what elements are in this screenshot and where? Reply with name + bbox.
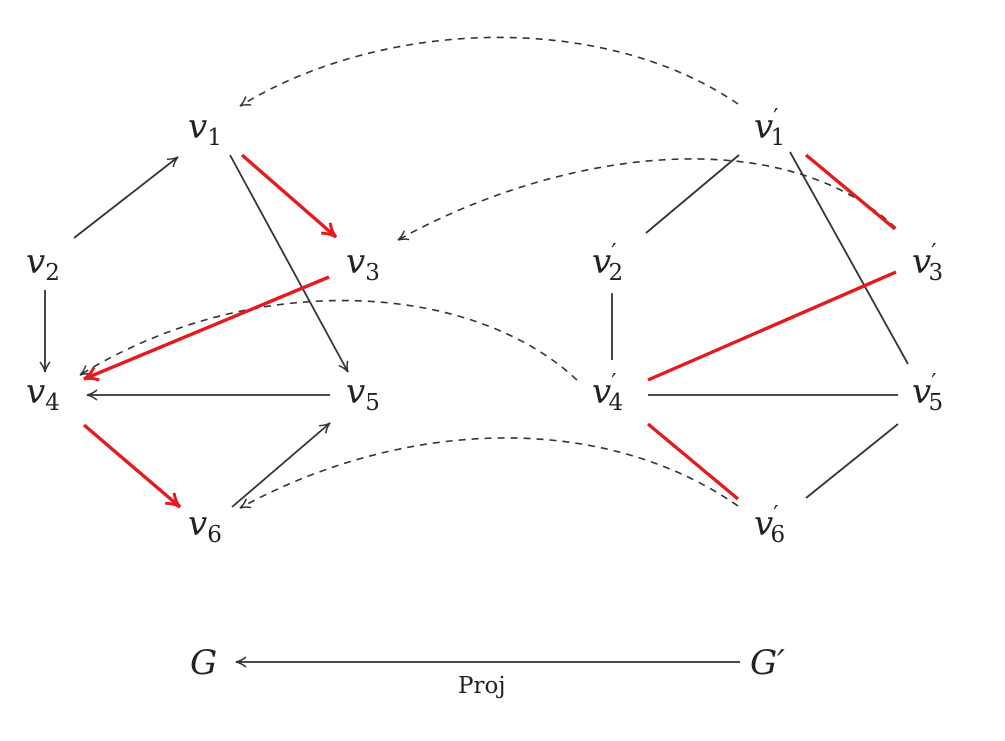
edge-p5-p6 — [805, 423, 899, 499]
node-v2-prime: v′2 — [592, 240, 623, 286]
graph-g-prime-nodes: v′1 v′2 v′3 v′4 v′5 v′6 — [592, 105, 943, 548]
edge-v3-v4 — [84, 275, 330, 379]
edge-v1-v3 — [240, 153, 336, 237]
edge-v4-v6 — [82, 423, 180, 507]
projection-arc-p3-v3 — [397, 158, 897, 241]
edge-v6-v5 — [231, 422, 331, 508]
node-v1: v1 — [188, 107, 222, 151]
projection-arc-p1-v1 — [239, 36, 739, 107]
node-v2: v2 — [26, 242, 60, 286]
node-v3: v3 — [346, 242, 380, 286]
edge-v1-v5 — [229, 154, 349, 373]
node-v3-prime: v′3 — [912, 240, 943, 286]
projection-arc-p4-v4 — [79, 299, 578, 381]
space-g-prime-label: G′ — [750, 643, 785, 683]
edge-p3-p4 — [647, 270, 897, 382]
node-v5: v5 — [346, 372, 380, 416]
proj-arrow-label: Proj — [458, 673, 505, 699]
edge-p1-p3 — [804, 153, 897, 231]
edge-v2-v1 — [73, 156, 179, 239]
node-v6: v6 — [188, 504, 222, 548]
edge-p1-p2 — [645, 154, 740, 234]
projection-arcs — [79, 36, 897, 509]
node-v1-prime: v′1 — [754, 105, 785, 151]
projection-map-row: G G′ Proj — [190, 643, 785, 699]
node-v4-prime: v′4 — [592, 370, 623, 416]
node-v5-prime: v′5 — [912, 370, 943, 416]
node-v6-prime: v′6 — [754, 502, 785, 548]
projection-arc-p6-v6 — [239, 437, 739, 509]
graph-g-nodes: v1 v2 v3 v4 v5 v6 — [26, 107, 380, 548]
node-v4: v4 — [26, 372, 60, 416]
edge-p1-p5 — [789, 151, 909, 365]
space-g-label: G — [190, 643, 217, 683]
graph-edges — [39, 151, 909, 508]
edge-p4-p6 — [646, 422, 740, 501]
